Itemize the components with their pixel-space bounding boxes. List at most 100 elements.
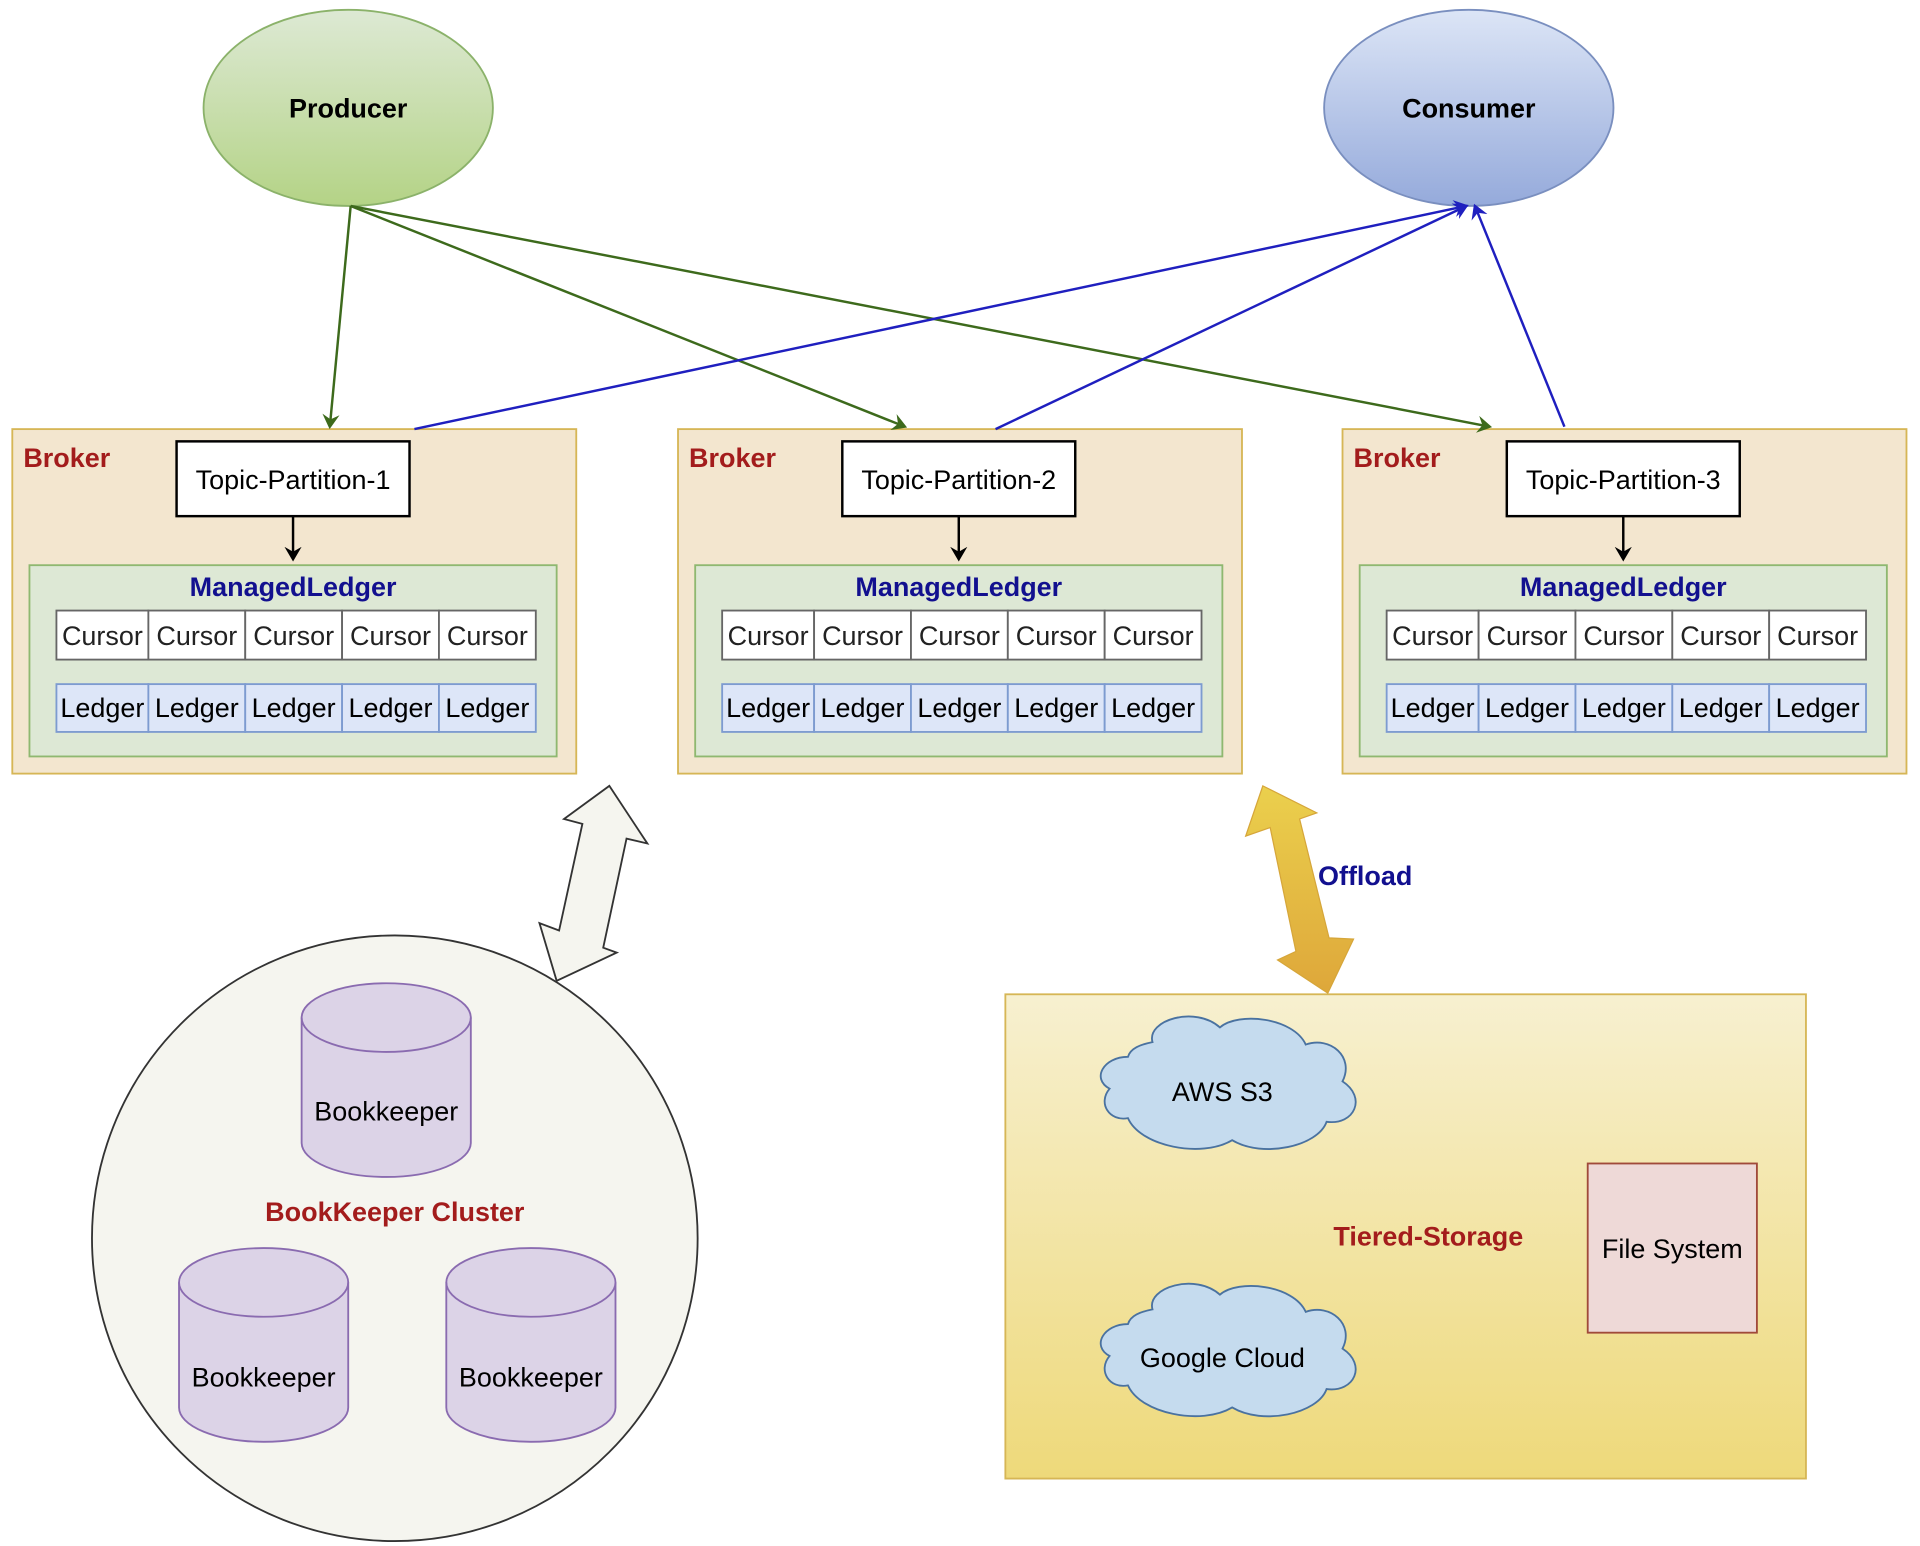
edge-broker-1-consumer: [414, 200, 1469, 431]
cursor-cell: [244, 609, 344, 661]
consumer-label: Consumer: [1402, 94, 1536, 124]
bookkeeper-label: Bookkeeper: [192, 1363, 336, 1393]
ledger-label: Ledger: [1485, 693, 1569, 723]
bookkeeper-cluster-label: BookKeeper Cluster: [265, 1197, 525, 1227]
broker-label: Broker: [23, 443, 110, 473]
edge-broker-3-consumer: [1471, 203, 1566, 428]
consumer-node: Consumer: [1323, 8, 1615, 207]
topic-partition-label: Topic-Partition-1: [196, 465, 391, 495]
edge-producer-broker-1: [322, 205, 352, 430]
cursor-cell: [55, 609, 150, 661]
offload-label: Offload: [1318, 861, 1412, 891]
ledger-label: Ledger: [1679, 693, 1763, 723]
cursor-cell: [721, 609, 816, 661]
cursor-label: Cursor: [1113, 621, 1194, 651]
cursor-label: Cursor: [822, 621, 903, 651]
edge-producer-broker-3: [350, 204, 1493, 433]
topic-partition-label: Topic-Partition-2: [861, 465, 1056, 495]
cursor-cell: [910, 609, 1009, 661]
topic-partition-box: [841, 440, 1077, 518]
tiered-storage: AWS S3 Google Cloud File System Tiered-S…: [1004, 993, 1807, 1480]
ledger-label: Ledger: [821, 693, 905, 723]
ledger-cell: [244, 683, 344, 733]
ledger-cell: [438, 683, 537, 733]
cursor-label: Cursor: [1583, 621, 1664, 651]
aws-s3-cloud: AWS S3: [1099, 1015, 1357, 1150]
google-cloud-label: Google Cloud: [1140, 1343, 1305, 1373]
ledger-label: Ledger: [1391, 693, 1475, 723]
ledger-label: Ledger: [1776, 693, 1860, 723]
ledger-label: Ledger: [917, 693, 1001, 723]
broker-2: BrokerTopic-Partition-2ManagedLedgerCurs…: [677, 428, 1243, 775]
cursor-cell: [438, 609, 537, 661]
cursor-cell: [1768, 609, 1867, 661]
cursor-cell: [813, 609, 912, 661]
ledger-cell: [55, 683, 150, 733]
producer-node: Producer: [202, 8, 494, 207]
cursor-label: Cursor: [1777, 621, 1858, 651]
ledger-label: Ledger: [60, 693, 144, 723]
producer-edges: [322, 204, 1493, 433]
file-system-label: File System: [1602, 1234, 1743, 1264]
cursor-cell: [1103, 609, 1203, 661]
ledger-label: Ledger: [445, 693, 529, 723]
ledger-label: Ledger: [1014, 693, 1098, 723]
cursor-cell: [1006, 609, 1106, 661]
broker-3: BrokerTopic-Partition-3ManagedLedgerCurs…: [1341, 428, 1908, 775]
bookkeeper-cluster: Bookkeeper Bookkeeper Bookkeeper BookKee…: [91, 934, 699, 1543]
ledger-label: Ledger: [1582, 693, 1666, 723]
bookkeeper-node: Bookkeeper: [178, 1247, 350, 1443]
cursor-label: Cursor: [350, 621, 431, 651]
ledger-cell: [1103, 683, 1203, 733]
broker-label: Broker: [1354, 443, 1441, 473]
ledger-label: Ledger: [726, 693, 810, 723]
edge-producer-broker-2: [350, 204, 908, 431]
file-system-box: File System: [1586, 1162, 1758, 1334]
cursor-label: Cursor: [1392, 621, 1473, 651]
cursor-label: Cursor: [62, 621, 143, 651]
ledger-cell: [1006, 683, 1106, 733]
bookkeeper-node: Bookkeeper: [300, 982, 472, 1178]
tiered-storage-label: Tiered-Storage: [1333, 1222, 1523, 1252]
cursor-label: Cursor: [156, 621, 237, 651]
ledger-cell: [721, 683, 816, 733]
topic-partition-box: [175, 440, 411, 518]
ledger-cell: [1477, 683, 1577, 733]
broker-1: BrokerTopic-Partition-1ManagedLedgerCurs…: [11, 428, 578, 775]
edge-broker-2-consumer: [995, 203, 1469, 431]
ledger-label: Ledger: [1111, 693, 1195, 723]
cursor-cell: [1385, 609, 1480, 661]
bookkeeper-node: Bookkeeper: [445, 1247, 617, 1443]
managed-ledger-title: ManagedLedger: [855, 572, 1062, 602]
broker-label: Broker: [689, 443, 776, 473]
cursor-label: Cursor: [1016, 621, 1097, 651]
ledger-cell: [1768, 683, 1867, 733]
cursor-label: Cursor: [447, 621, 528, 651]
google-cloud-cloud: Google Cloud: [1099, 1282, 1357, 1418]
bookkeeper-label: Bookkeeper: [459, 1363, 603, 1393]
cursor-cell: [1574, 609, 1674, 661]
topic-partition-label: Topic-Partition-3: [1526, 465, 1721, 495]
offload-arrow: [1244, 785, 1355, 994]
managed-ledger-title: ManagedLedger: [1520, 572, 1727, 602]
cursor-label: Cursor: [728, 621, 809, 651]
aws-s3-label: AWS S3: [1172, 1077, 1273, 1107]
ledger-label: Ledger: [155, 693, 239, 723]
ledger-label: Ledger: [349, 693, 433, 723]
bookkeeper-label: Bookkeeper: [314, 1097, 458, 1127]
cursor-label: Cursor: [1680, 621, 1761, 651]
ledger-cell: [910, 683, 1009, 733]
consumer-edges: [414, 200, 1566, 431]
cursor-label: Cursor: [253, 621, 334, 651]
producer-label: Producer: [289, 94, 408, 124]
cursor-label: Cursor: [1487, 621, 1568, 651]
ledger-label: Ledger: [252, 693, 336, 723]
cursor-cell: [1671, 609, 1771, 661]
bookkeeper-broker-arrow: [538, 784, 650, 983]
cursor-cell: [147, 609, 247, 661]
managed-ledger-title: ManagedLedger: [190, 572, 397, 602]
